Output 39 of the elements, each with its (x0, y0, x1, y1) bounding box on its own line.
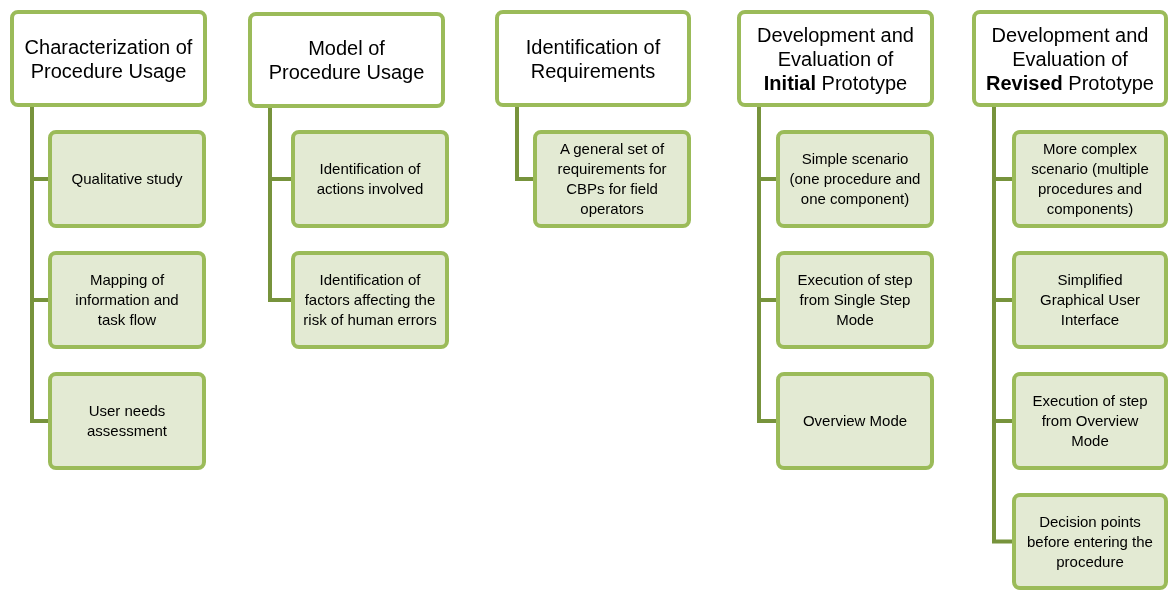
activity-box (48, 372, 206, 470)
activity-box (1012, 130, 1168, 228)
connector-line (992, 107, 1012, 544)
connector-line (757, 107, 776, 423)
phase-title: Development and Evaluation of Initial Prototype (756, 22, 915, 95)
activity-text: Mapping of information and task flow (74, 270, 180, 330)
activity-box (1012, 251, 1168, 349)
phase-box (248, 12, 445, 108)
activity-text: Overview Mode (802, 411, 908, 431)
activity-box (776, 372, 934, 470)
activity-box (291, 130, 449, 228)
activity-box (1012, 493, 1168, 590)
activity-text: Identification of factors affecting the risk of human errors (303, 270, 437, 330)
activity-text: Qualitative study (71, 169, 183, 189)
activity-box (48, 130, 206, 228)
activity-text: User needs assessment (85, 401, 168, 441)
activity-box (533, 130, 691, 228)
activity-text: A general set of requirements for CBPs for field operators (556, 139, 668, 219)
activity-text: More complex scenario (multiple procedures and components) (1030, 139, 1150, 219)
activity-text: Decision points before entering the procedure (1026, 511, 1154, 572)
activity-box (776, 251, 934, 349)
phase-box (737, 10, 934, 107)
activity-text: Identification of actions involved (315, 159, 425, 199)
phase-box (972, 10, 1168, 107)
connector-line (515, 107, 533, 181)
phase-title: Characterization of Procedure Usage (23, 34, 194, 83)
activity-box (1012, 372, 1168, 470)
activity-text: Execution of step from Overview Mode (1031, 391, 1149, 451)
phase-box (495, 10, 691, 107)
phase-title: Model of Procedure Usage (267, 36, 426, 84)
activity-box (291, 251, 449, 349)
activity-text: Execution of step from Single Step Mode (796, 270, 914, 330)
activity-text: Simplified Graphical User Interface (1038, 270, 1141, 330)
activity-text: Simple scenario (one procedure and one component) (788, 149, 922, 209)
phase-title: Identification of Requirements (524, 34, 662, 83)
activity-box (48, 251, 206, 349)
phase-title: Development and Evaluation of Revised Prototype (985, 22, 1155, 95)
phase-box (10, 10, 207, 107)
activity-box (776, 130, 934, 228)
